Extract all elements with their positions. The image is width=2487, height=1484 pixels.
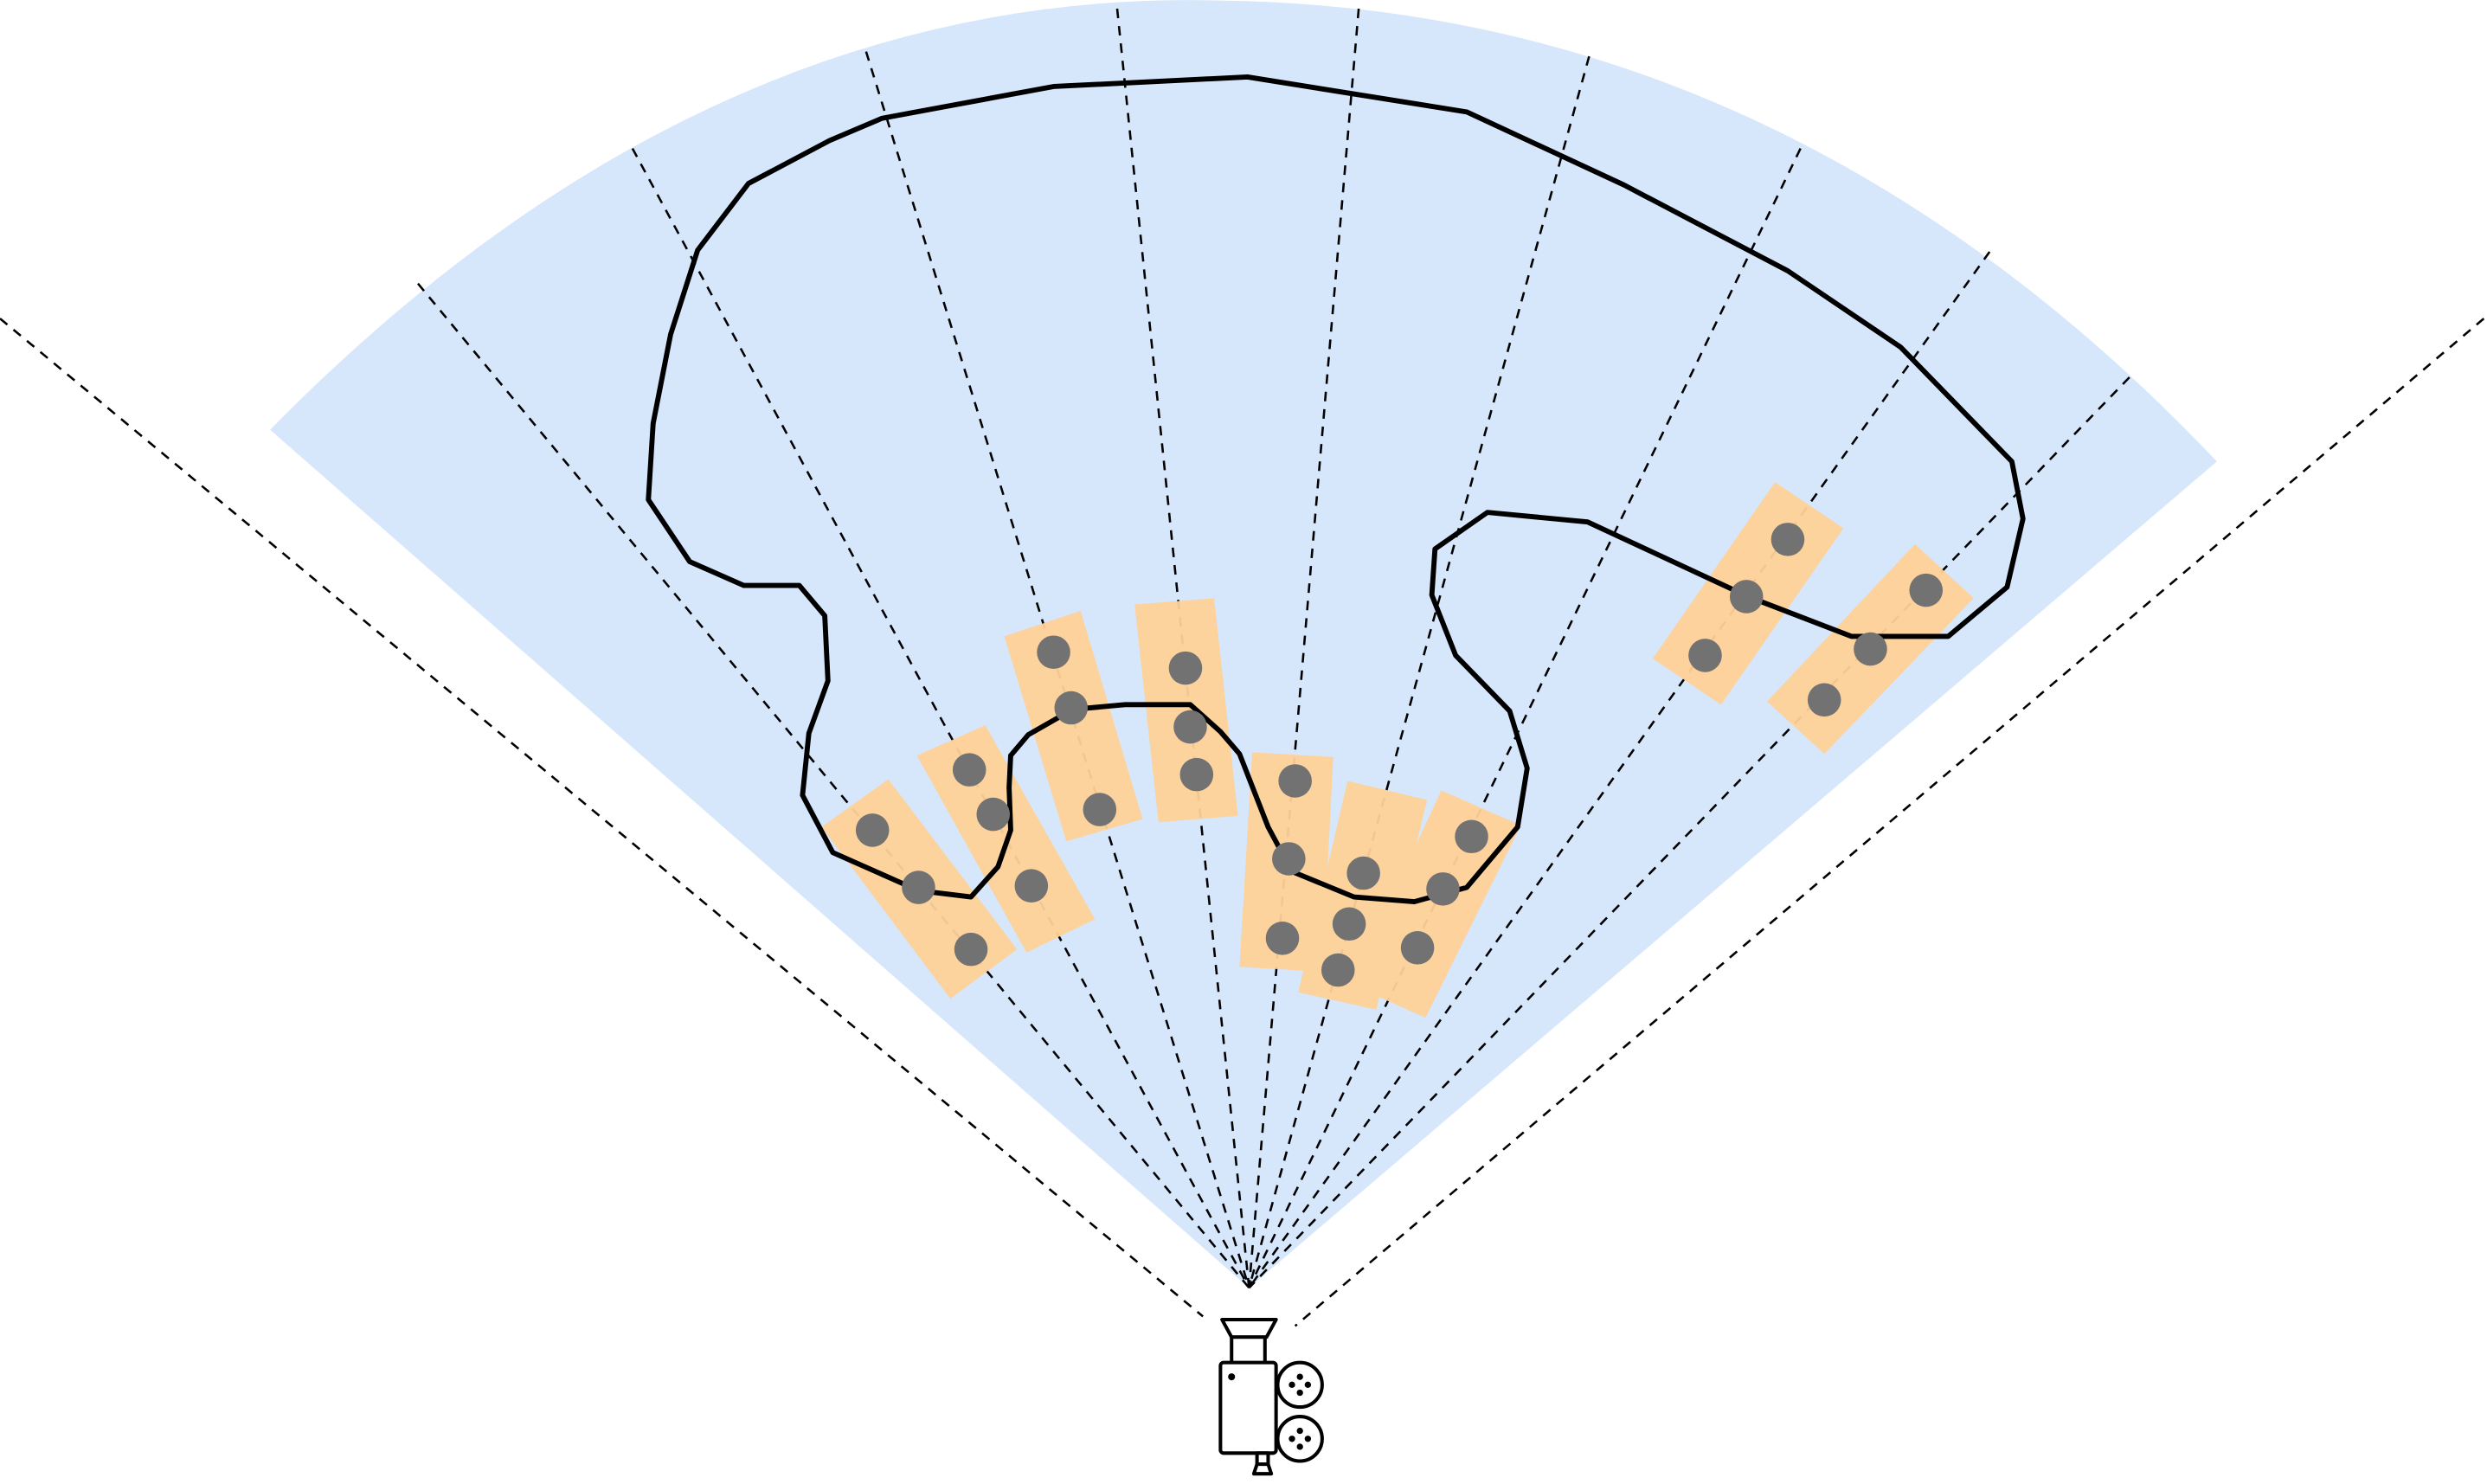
sample-point bbox=[1278, 764, 1312, 798]
fov-boundary-left bbox=[0, 318, 1204, 1318]
film-reel-bottom bbox=[1276, 1415, 1324, 1463]
ray-line bbox=[1115, 8, 1250, 1288]
sample-point bbox=[1729, 580, 1764, 614]
sample-point bbox=[855, 813, 890, 847]
sample-point bbox=[976, 797, 1011, 832]
sample-point bbox=[1688, 639, 1722, 672]
sample-point bbox=[1854, 632, 1887, 666]
film-reel-top bbox=[1276, 1360, 1324, 1410]
camera-lens-barrel bbox=[1230, 1335, 1267, 1366]
sample-point bbox=[1037, 635, 1070, 670]
camera-indicator-dot bbox=[1228, 1373, 1236, 1381]
sample-point bbox=[1083, 793, 1117, 826]
sample-point bbox=[1179, 757, 1214, 792]
sample-point bbox=[1909, 573, 1944, 607]
sample-point bbox=[1173, 710, 1207, 744]
depth-patch bbox=[1134, 598, 1238, 823]
ray-lines bbox=[416, 8, 2130, 1289]
camera-body bbox=[1218, 1360, 1278, 1455]
sample-point bbox=[1807, 683, 1841, 717]
sample-point bbox=[1426, 872, 1460, 906]
sample-point bbox=[1272, 842, 1306, 876]
ray-line bbox=[1248, 251, 1991, 1289]
sample-point bbox=[1770, 523, 1805, 556]
film-reel-holes bbox=[1288, 1373, 1312, 1450]
sample-point bbox=[952, 753, 986, 787]
sample-point bbox=[1455, 819, 1488, 854]
camera-mount-base bbox=[1251, 1462, 1274, 1476]
movie-camera-icon bbox=[1218, 1318, 1324, 1476]
ray-line bbox=[1248, 8, 1360, 1288]
sample-point bbox=[1014, 869, 1049, 903]
depth-patch bbox=[1004, 610, 1143, 842]
sample-point bbox=[1054, 691, 1089, 725]
sample-point bbox=[1168, 651, 1203, 685]
sample-point bbox=[1346, 856, 1380, 890]
ray-line bbox=[1248, 148, 1802, 1288]
sample-point bbox=[902, 870, 935, 904]
sample-point bbox=[1321, 953, 1355, 987]
fov-boundary-lines bbox=[0, 318, 2485, 1327]
ray-line bbox=[1248, 55, 1591, 1288]
ray-line bbox=[1248, 376, 2130, 1289]
object-contour-curve bbox=[646, 74, 2026, 904]
sample-points bbox=[855, 523, 1944, 987]
ray-line bbox=[631, 147, 1250, 1288]
field-of-view-sector bbox=[270, 0, 2217, 1288]
sample-point bbox=[954, 932, 988, 967]
sample-point bbox=[1400, 931, 1435, 965]
ray-line bbox=[416, 282, 1250, 1289]
sample-point bbox=[1332, 907, 1366, 941]
fov-boundary-right bbox=[1294, 318, 2485, 1327]
sample-point bbox=[1265, 922, 1300, 955]
camera-lens-hood bbox=[1220, 1318, 1278, 1339]
